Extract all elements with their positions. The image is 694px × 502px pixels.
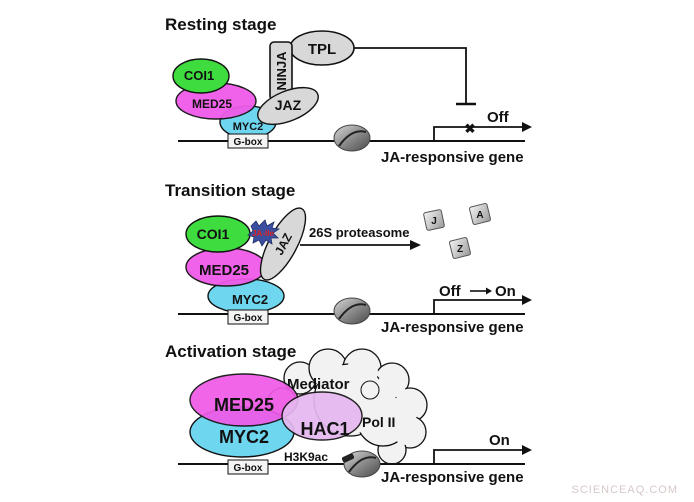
activation-promoter-arrow <box>433 449 522 464</box>
resting-gbox: G-box <box>227 133 269 149</box>
ja-ile-ligand: JA-Ile <box>247 219 281 247</box>
activation-stage: Activation stage Mediator Pol II <box>165 342 532 486</box>
transition-stage: Transition stage MYC2 MED25 J A Z COI1 JA-… <box>165 181 532 336</box>
resting-gbox-label: G-box <box>234 137 263 148</box>
resting-myc2-label: MYC2 <box>233 121 264 133</box>
resting-arrowhead <box>522 122 532 132</box>
transition-arrowhead <box>522 295 532 305</box>
tpl-protein: TPL <box>289 30 355 66</box>
activation-arrowhead <box>522 445 532 455</box>
jaz-fragment-j: J <box>423 209 445 231</box>
watermark: SCIENCEAQ.COM <box>571 484 678 496</box>
activation-status-label: On <box>489 432 510 449</box>
resting-stage: Resting stage TPL NINJA MYC2 JAZ MED25 <box>165 15 532 166</box>
activation-stage-title: Activation stage <box>165 342 296 361</box>
jaz-fragment-z-label: Z <box>457 244 463 255</box>
jaz-fragment-z: Z <box>449 237 471 259</box>
jaz-fragment-a: A <box>469 203 491 225</box>
transition-gbox-label: G-box <box>234 313 263 324</box>
resting-block-mark: ✖ <box>465 121 476 136</box>
resting-stage-title: Resting stage <box>165 15 276 34</box>
tpl-label: TPL <box>308 41 336 58</box>
resting-med25-label: MED25 <box>192 97 232 111</box>
jaz-fragment-a-label: A <box>476 210 483 221</box>
resting-coi1-label: COI1 <box>184 68 214 83</box>
tpl-repression-line <box>354 47 467 104</box>
transition-promoter-arrow <box>433 299 522 314</box>
resting-promoter-arrow <box>433 126 522 141</box>
transition-gbox: G-box <box>227 309 269 325</box>
transition-status-off: Off <box>439 283 462 300</box>
transition-coi1: COI1 <box>185 215 251 253</box>
hac1-protein: HAC1 <box>281 391 363 441</box>
activation-nucleosome <box>341 450 381 478</box>
activation-med25-label: MED25 <box>214 395 274 415</box>
mediator-inner-bubble <box>360 380 380 400</box>
proteasome-label: 26S proteasome <box>309 225 409 240</box>
resting-status-label: Off <box>487 109 510 126</box>
resting-jaz-label: JAZ <box>275 97 302 113</box>
resting-gene-label: JA-responsive gene <box>381 149 524 166</box>
off-to-on-arrowhead <box>486 287 492 295</box>
activation-gene-label: JA-responsive gene <box>381 469 524 486</box>
resting-coi1: COI1 <box>172 58 230 94</box>
ninja-protein: NINJA <box>269 41 293 101</box>
proteasome-arrowhead <box>410 240 421 250</box>
mediator-label: Mediator <box>287 376 350 393</box>
transition-myc2-label: MYC2 <box>232 292 268 307</box>
ninja-label: NINJA <box>274 51 289 91</box>
resting-nucleosome <box>333 124 371 152</box>
resting-jaz: JAZ <box>257 86 319 126</box>
h3k9ac-label: H3K9ac <box>284 450 328 464</box>
transition-coi1-label: COI1 <box>197 226 230 242</box>
ja-ile-label: JA-Ile <box>252 229 274 238</box>
transition-status-on: On <box>495 283 516 300</box>
jaz-fragment-j-label: J <box>431 216 437 227</box>
activation-myc2-label: MYC2 <box>219 427 269 447</box>
transition-stage-title: Transition stage <box>165 181 295 200</box>
transition-med25-label: MED25 <box>199 262 249 279</box>
activation-gbox: G-box <box>227 459 269 475</box>
hac1-label: HAC1 <box>300 419 349 439</box>
transition-myc2: MYC2 <box>207 278 285 314</box>
activation-med25: MED25 <box>189 373 299 427</box>
activation-gbox-label: G-box <box>234 463 263 474</box>
transition-nucleosome <box>333 297 371 325</box>
pol2-label: Pol II <box>362 414 395 430</box>
transition-gene-label: JA-responsive gene <box>381 319 524 336</box>
transition-med25: MED25 <box>185 247 267 287</box>
